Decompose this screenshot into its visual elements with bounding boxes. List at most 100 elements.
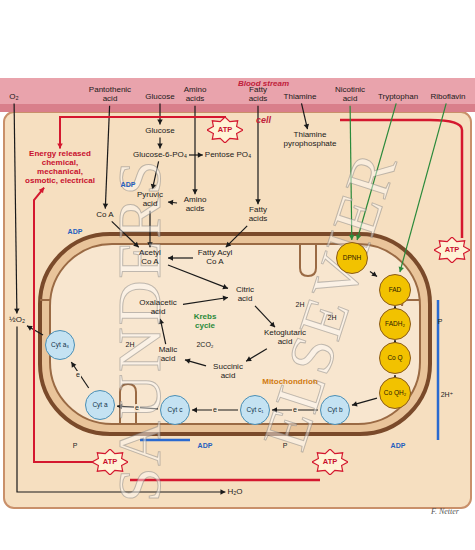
coenzyme: Thiamine pyrophosphate	[279, 131, 341, 149]
node-text: Glucose	[145, 93, 174, 102]
node-text: ½O₂	[9, 316, 25, 325]
region-heading: Mitochondrion	[95, 378, 475, 387]
arrow-head	[198, 152, 203, 158]
node-text: Pyruvic acid	[134, 191, 166, 209]
cytochrome-circle: Cyt c	[160, 395, 190, 425]
connector	[194, 106, 195, 194]
carrier-circle: FAD	[379, 274, 411, 306]
node-text: Ketoglutaric acid	[262, 329, 308, 347]
node-text: Krebs cycle	[187, 313, 223, 331]
blood-item: Fatty acids	[242, 86, 274, 104]
node-text: H₂O	[227, 488, 242, 497]
callout-label: P	[438, 318, 443, 326]
node-text: Glucose-6-PO₄	[133, 151, 187, 160]
node-text: Cyt a	[92, 402, 107, 409]
callout-label: 2H	[126, 341, 135, 349]
energy-note: Energy released chemical, mechanical, os…	[24, 150, 96, 185]
metabolite: Fatty acids	[242, 206, 274, 224]
callout-label: P	[283, 442, 288, 450]
cytochrome-circle: Cyt a₃	[45, 330, 75, 360]
callout-label: 2CO₂	[196, 341, 213, 349]
callout-label: e	[212, 406, 218, 414]
arrow-head	[192, 407, 197, 413]
metabolite: Pentose PO₄	[205, 151, 251, 160]
connector	[71, 362, 88, 388]
metabolite: Glucose-6-PO₄	[133, 151, 187, 160]
callout-label: e	[75, 371, 81, 379]
arrow-head	[226, 242, 231, 247]
node-text: Fatty Acyl Co A	[195, 249, 235, 267]
oxygen-label: ½O₂	[9, 316, 25, 325]
arrow-head	[246, 356, 252, 361]
node-text: O₂	[9, 93, 18, 102]
node-text: Energy released chemical, mechanical, os…	[24, 150, 96, 185]
node-text: Co A	[96, 211, 113, 220]
metabolite: Acetyl Co A	[134, 249, 166, 267]
node-text: ATP	[323, 458, 337, 466]
watermark: SAUNDERS	[105, 158, 176, 501]
metabolite: Glucose	[145, 127, 174, 136]
blood-item: Amino acids	[179, 86, 211, 104]
connector	[226, 226, 247, 247]
node-text: DPNH	[343, 255, 361, 262]
arrow-head	[192, 189, 198, 194]
node-text: Amino acids	[179, 86, 211, 104]
blood-stream-shade	[0, 104, 475, 112]
atp-star-shape	[207, 117, 243, 143]
node-text: Cyt a₃	[51, 342, 69, 349]
blood-item: Thiamine	[284, 93, 317, 102]
arrow-head	[185, 359, 191, 364]
cytochrome-circle: Cyt b	[320, 395, 350, 425]
metabolite: Citric acid	[230, 286, 260, 304]
callout-label: e	[292, 406, 298, 414]
atp-burst: ATP	[211, 121, 239, 139]
connector	[168, 265, 228, 288]
node-text: Cyt c	[168, 407, 183, 414]
node-text: Co Q	[387, 355, 402, 362]
metabolite: Malic acid	[153, 346, 183, 364]
carrier-circle: DPNH	[336, 242, 368, 274]
callout-label: 2H	[296, 301, 305, 309]
blood-item: Pantothenic acid	[84, 86, 136, 104]
callout-label: ADP	[68, 228, 83, 236]
arrow-head	[399, 266, 404, 272]
water-label: H₂O	[227, 488, 242, 497]
node-text: Succinic acid	[208, 363, 248, 381]
blood-stream-band	[0, 78, 475, 112]
atp-star-shape	[92, 449, 128, 475]
mitochondrion: MitochondrionAcetyl Co AFatty Acyl Co AC…	[40, 234, 430, 434]
node-text: Nicotinic acid	[330, 86, 370, 104]
node-text: Cyt c₁	[247, 407, 264, 414]
arrow-head	[222, 284, 228, 289]
arrow-head	[14, 309, 19, 314]
blood-stream: Blood streamO₂Pantothenic acidGlucoseAmi…	[0, 78, 475, 112]
region-heading: cell	[30, 116, 475, 126]
arrow-head	[304, 124, 309, 129]
cycle-label: Krebs cycle	[187, 313, 223, 331]
blood-item: Tryptophan	[378, 93, 418, 102]
node-text: ATP	[445, 246, 459, 254]
callout-label: ADP	[391, 442, 406, 450]
arrow-head	[220, 489, 225, 495]
blood-item: O₂	[9, 93, 18, 102]
node-text: Pentose PO₄	[205, 151, 251, 160]
node-text: Citric acid	[230, 286, 260, 304]
node-text: Tryptophan	[378, 93, 418, 102]
arrow-head	[57, 143, 63, 148]
coenzyme: Co A	[96, 211, 113, 220]
node-text: Riboflavin	[430, 93, 465, 102]
node-text: Amino acids	[179, 196, 211, 214]
node-text: Fatty acids	[242, 206, 274, 224]
carrier-circle: Co Q	[379, 342, 411, 374]
callout-label: P	[73, 442, 78, 450]
connector	[183, 298, 228, 305]
node-text: Malic acid	[153, 346, 183, 364]
connector	[34, 188, 94, 462]
atp-burst: ATP	[316, 453, 344, 471]
node-text: Glucose	[145, 127, 174, 136]
arrow-head	[255, 199, 261, 204]
